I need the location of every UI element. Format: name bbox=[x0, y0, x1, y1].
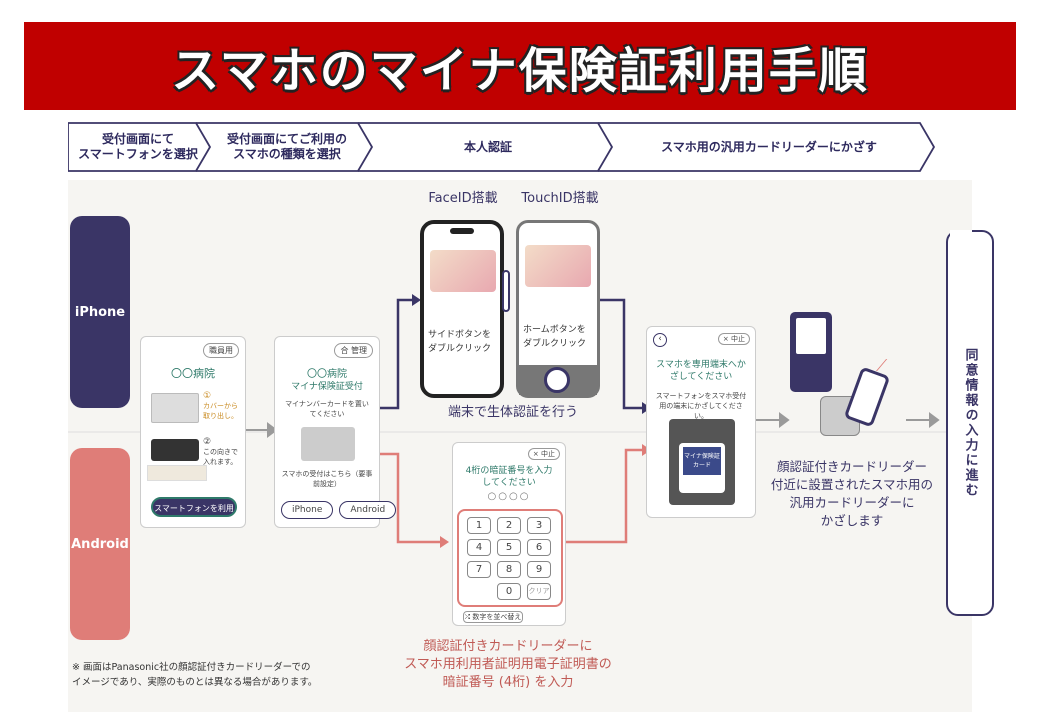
device-buttons: iPhone Android bbox=[281, 501, 397, 519]
faceid-label: FaceID搭載 bbox=[428, 191, 498, 206]
panel-edge-cover bbox=[950, 230, 972, 236]
phone-on-reader: マイナ保険証カード bbox=[679, 443, 725, 493]
staff-badge: 職員用 bbox=[203, 343, 239, 358]
faceid-phone: サイドボタンをダブルクリック bbox=[420, 220, 504, 398]
biometric-caption: 端末で生体認証を行う bbox=[447, 405, 578, 420]
signal-icon: ⟋ bbox=[876, 356, 888, 375]
reception-screen-2: 合 管理 〇〇病院 マイナ保険証受付 マイナンバーカードを置いてください スマホ… bbox=[274, 336, 397, 528]
step-header: 受付画面にてスマートフォンを選択 受付画面にてご利用のスマホの種類を選択 本人認… bbox=[68, 121, 938, 173]
key-5[interactable]: 5 bbox=[497, 539, 521, 556]
side-button-icon bbox=[502, 270, 510, 312]
shuffle-button[interactable]: ⤮ 数字を並べ替え bbox=[463, 611, 523, 623]
title-banner: スマホのマイナ保険証利用手順 bbox=[24, 22, 1016, 110]
step-4: スマホ用の汎用カードリーダーにかざす bbox=[610, 121, 928, 173]
final-step-label: 同意情報の入力に進む bbox=[962, 348, 978, 498]
android-platform-label: Android bbox=[70, 448, 130, 640]
footnote: ※ 画面はPanasonic社の顔認証付きカードリーダーでの イメージであり、実… bbox=[72, 662, 318, 688]
page-title: スマホのマイナ保険証利用手順 bbox=[171, 43, 869, 99]
iphone-button[interactable]: iPhone bbox=[281, 501, 334, 519]
key-6[interactable]: 6 bbox=[527, 539, 551, 556]
key-7[interactable]: 7 bbox=[467, 561, 491, 578]
pin-dots: ○○○○ bbox=[487, 491, 531, 502]
step-2-desc: この向きで入れます。 bbox=[203, 448, 238, 466]
step-1-desc: カバーから取り出し。 bbox=[203, 402, 238, 420]
key-9[interactable]: 9 bbox=[527, 561, 551, 578]
flow-panel: iPhone Android 職員用 〇〇病院 ① カバーから取り出し。 ② こ… bbox=[68, 180, 994, 712]
hospital-name-2: 〇〇病院 bbox=[307, 369, 347, 380]
key-4[interactable]: 4 bbox=[467, 539, 491, 556]
step-3-label: 本人認証 bbox=[463, 139, 512, 154]
iphone-platform-label: iPhone bbox=[70, 216, 130, 408]
reader-instruction: スマートフォンをスマホ受付用の端末にかざしてください。 bbox=[655, 392, 747, 420]
card-on-phone: マイナ保険証カード bbox=[683, 447, 721, 475]
shuffle-label: 数字を並べ替え bbox=[472, 613, 522, 621]
key-0[interactable]: 0 bbox=[497, 583, 521, 600]
step-arrows bbox=[68, 122, 936, 172]
mynumber-card-image bbox=[430, 250, 496, 292]
pin-title: 4桁の暗証番号を入力してください bbox=[465, 466, 553, 488]
step-1-text: ① カバーから取り出し。 bbox=[203, 391, 243, 421]
card-reader-image bbox=[301, 427, 355, 461]
reader-cancel-button[interactable]: × 中止 bbox=[717, 333, 750, 345]
place-card-instruction: マイナンバーカードを置いてください bbox=[285, 400, 369, 418]
face-reader-illustration bbox=[790, 312, 832, 392]
reader-title: スマホを専用端末へかざしてください bbox=[656, 360, 746, 382]
step-1: 受付画面にてスマートフォンを選択 bbox=[72, 121, 204, 173]
reader-screen: ‹ × 中止 スマホを専用端末へかざしてください スマートフォンをスマホ受付用の… bbox=[646, 326, 756, 518]
back-icon[interactable]: ‹ bbox=[653, 333, 667, 347]
card-slot-image bbox=[147, 465, 207, 481]
step-1-num: ① bbox=[203, 391, 212, 401]
reception-subtitle: マイナ保険証受付 bbox=[291, 382, 363, 392]
face-reader-display bbox=[796, 318, 826, 354]
use-smartphone-button[interactable]: スマートフォンを利用 bbox=[151, 497, 237, 517]
final-step-box: 同意情報の入力に進む bbox=[946, 230, 994, 616]
step-1-line-2: スマートフォンを選択 bbox=[78, 147, 198, 161]
step-2-shape bbox=[196, 122, 374, 172]
pin-caption: 顔認証付きカードリーダーに スマホ用利用者証明用電子証明書の 暗証番号 (4桁)… bbox=[404, 639, 612, 690]
step-1-line-1: 受付画面にて bbox=[101, 132, 174, 146]
reader-image bbox=[151, 439, 199, 461]
step-2: 受付画面にてご利用のスマホの種類を選択 bbox=[208, 121, 366, 173]
key-2[interactable]: 2 bbox=[497, 517, 521, 534]
home-button-icon bbox=[544, 367, 570, 393]
step-3: 本人認証 bbox=[370, 121, 606, 173]
touchid-phone: ホームボタンをダブルクリック bbox=[516, 220, 600, 398]
mynumber-card-image-2 bbox=[525, 245, 591, 287]
step-2-line-2: スマホの種類を選択 bbox=[233, 147, 341, 161]
reception-screen-1: 職員用 〇〇病院 ① カバーから取り出し。 ② この向きで入れます。 スマートフ… bbox=[140, 336, 246, 528]
step-3-shape bbox=[358, 122, 614, 172]
iphone-label-text: iPhone bbox=[74, 304, 126, 320]
step-2-line-1: 受付画面にてご利用の bbox=[226, 132, 347, 146]
touchid-label: TouchID搭載 bbox=[521, 191, 599, 206]
card-image bbox=[151, 393, 199, 423]
android-button[interactable]: Android bbox=[339, 501, 397, 519]
phone-notch bbox=[450, 228, 474, 234]
cancel-button[interactable]: × 中止 bbox=[527, 448, 560, 460]
admin-badge: 合 管理 bbox=[334, 343, 373, 358]
hospital-name: 〇〇病院 bbox=[171, 367, 215, 380]
step-2-text: ② この向きで入れます。 bbox=[203, 437, 243, 467]
key-1[interactable]: 1 bbox=[467, 517, 491, 534]
reader-device-image: マイナ保険証カード bbox=[669, 419, 735, 505]
key-3[interactable]: 3 bbox=[527, 517, 551, 534]
shuffle-icon: ⤮ bbox=[464, 613, 473, 621]
key-8[interactable]: 8 bbox=[497, 561, 521, 578]
step-4-label: スマホ用の汎用カードリーダーにかざす bbox=[661, 139, 877, 154]
smartphone-note: スマホの受付はこちら（要事前設定） bbox=[281, 470, 373, 488]
step-4-shape bbox=[598, 122, 936, 172]
step-2-num: ② bbox=[203, 437, 212, 447]
reader-caption: 顔認証付きカードリーダー 付近に設置されたスマホ用の 汎用カードリーダーに かざ… bbox=[770, 459, 934, 528]
keypad-frame: 1 2 3 4 5 6 7 8 9 0 クリア bbox=[457, 509, 563, 607]
clear-key[interactable]: クリア bbox=[527, 583, 551, 600]
android-label-text: Android bbox=[71, 536, 129, 552]
step-1-shape bbox=[68, 122, 212, 172]
touchid-caption: ホームボタンをダブルクリック bbox=[523, 325, 587, 349]
faceid-caption: サイドボタンをダブルクリック bbox=[428, 330, 492, 354]
pin-entry-screen: × 中止 4桁の暗証番号を入力してください ○○○○ 1 2 3 4 5 6 7… bbox=[452, 442, 566, 626]
